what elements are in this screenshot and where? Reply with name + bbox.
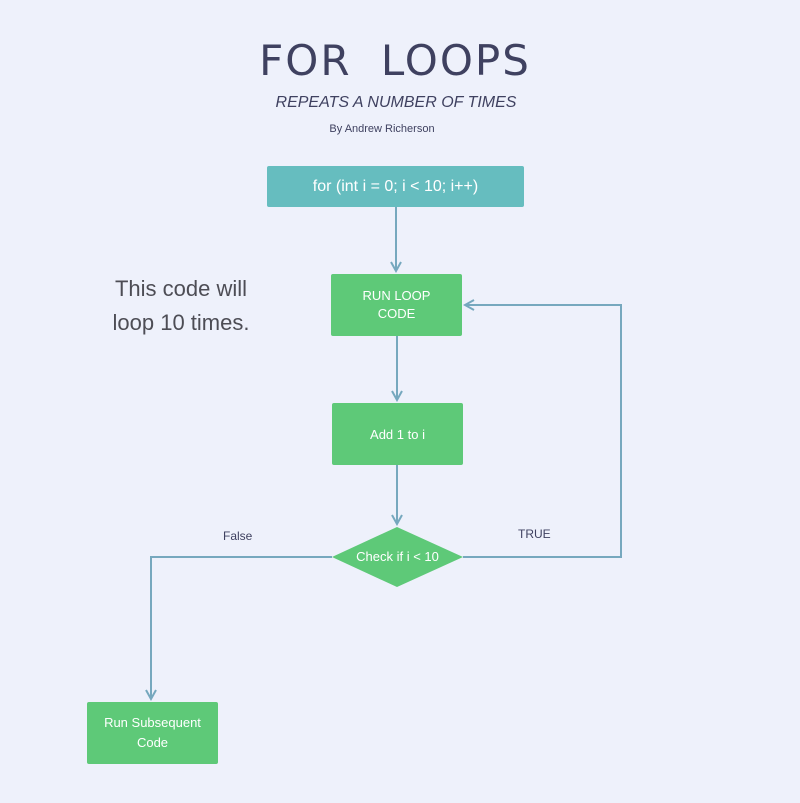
add-one-box: Add 1 to i — [332, 403, 463, 465]
decision-label: Check if i < 10 — [356, 549, 439, 564]
run-loop-label-line-2: CODE — [377, 306, 416, 321]
connector-true-loop-back — [463, 305, 622, 558]
add-one-label: Add 1 to i — [370, 426, 425, 442]
page-subtitle: REPEATS A NUMBER OF TIMES — [275, 94, 517, 111]
run-loop-label-line-1: RUN LOOP — [362, 288, 431, 303]
author-byline: By Andrew Richerson — [329, 123, 435, 135]
connector-false-to-subsequent — [151, 556, 332, 699]
for-statement-box: for (int i = 0; i < 10; i++) — [267, 166, 524, 207]
run-loop-code-box: RUN LOOP CODE — [331, 274, 462, 336]
note-line-1: This code will — [114, 276, 248, 301]
false-branch-label: False — [223, 529, 253, 543]
subsequent-label-line-1: Run Subsequent — [104, 715, 201, 730]
subsequent-label-line-2: Code — [136, 735, 169, 750]
run-subsequent-code-box: Run Subsequent Code — [87, 702, 218, 764]
decision-diamond — [332, 527, 463, 587]
loop-count-note: This code will loop 10 times. — [96, 272, 266, 340]
for-statement-label: for (int i = 0; i < 10; i++) — [312, 177, 479, 195]
page-title: FOR LOOPS — [259, 36, 531, 85]
true-branch-label: TRUE — [518, 527, 551, 541]
note-line-2: loop 10 times. — [112, 310, 250, 335]
